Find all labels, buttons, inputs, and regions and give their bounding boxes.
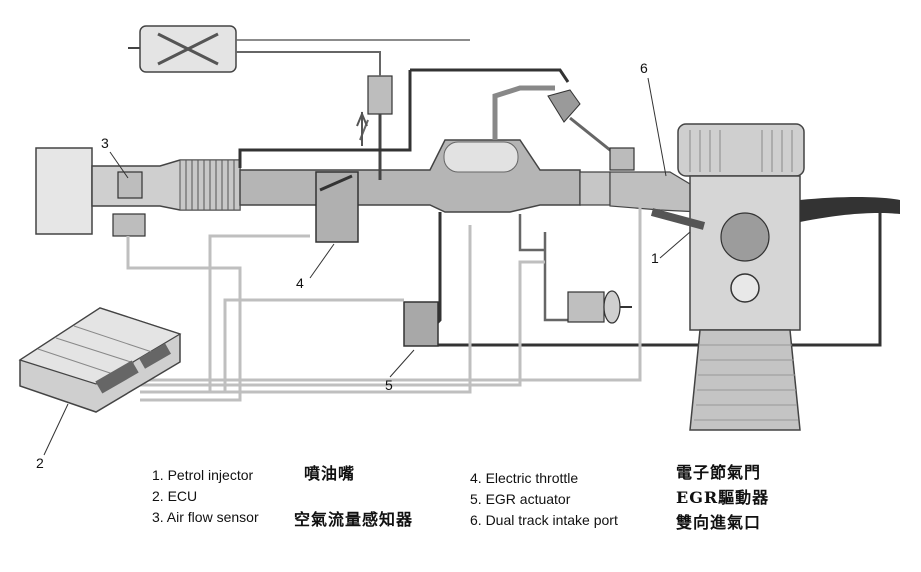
air-flow-sensor-connector <box>112 213 146 237</box>
callout-6: 6 <box>640 60 648 76</box>
cn-injector: 噴油嘴 <box>304 464 356 483</box>
egr-line <box>518 214 545 252</box>
cn-throttle: 電子節氣門 <box>676 463 762 482</box>
egr-valve <box>567 291 605 323</box>
egr-vacuum-valve <box>547 89 581 123</box>
crank-journal <box>730 273 760 303</box>
air-flow-sensor <box>117 171 143 199</box>
port-injector <box>650 208 706 230</box>
callout-5: 5 <box>385 377 393 393</box>
intake-runner <box>579 171 611 206</box>
plenum-chamber <box>443 141 519 173</box>
egr-actuator <box>403 301 439 347</box>
legend-item-ecu: 2. ECU <box>152 488 198 504</box>
dual-track-intake-port <box>609 171 701 213</box>
callout-2: 2 <box>36 455 44 471</box>
legend-item-injector: 1. Petrol injector <box>152 467 254 483</box>
purge-valve <box>367 75 393 115</box>
exhaust-pipe <box>800 197 900 222</box>
cylinder-head <box>677 123 805 177</box>
legend-item-egr: 5. EGR actuator <box>470 491 571 507</box>
legend-right: 4. Electric throttle 5. EGR actuator 6. … <box>470 468 618 531</box>
legend-item-airflow: 3. Air flow sensor <box>152 509 259 525</box>
throttle-plate <box>319 174 353 192</box>
callout-leaders <box>43 77 691 456</box>
cn-airflow: 空氣流量感知器 <box>294 510 414 529</box>
legend-item-throttle: 4. Electric throttle <box>470 470 579 486</box>
vacuum-hose <box>492 85 555 140</box>
callout-1: 1 <box>651 250 659 266</box>
air-filter-housing <box>35 147 93 235</box>
corrugated-hose <box>179 159 241 211</box>
piston <box>720 212 770 262</box>
legend-item-dual-port: 6. Dual track intake port <box>470 512 618 528</box>
tumble-actuator <box>609 147 635 171</box>
callout-3: 3 <box>101 135 109 151</box>
cn-dual-port: 雙向進氣口 <box>676 513 762 532</box>
cn-egr: EGR驅動器 <box>676 488 770 507</box>
legend-left: 1. Petrol injector 2. ECU 3. Air flow se… <box>152 465 259 528</box>
callout-4: 4 <box>296 275 304 291</box>
signal-lines <box>126 205 642 402</box>
